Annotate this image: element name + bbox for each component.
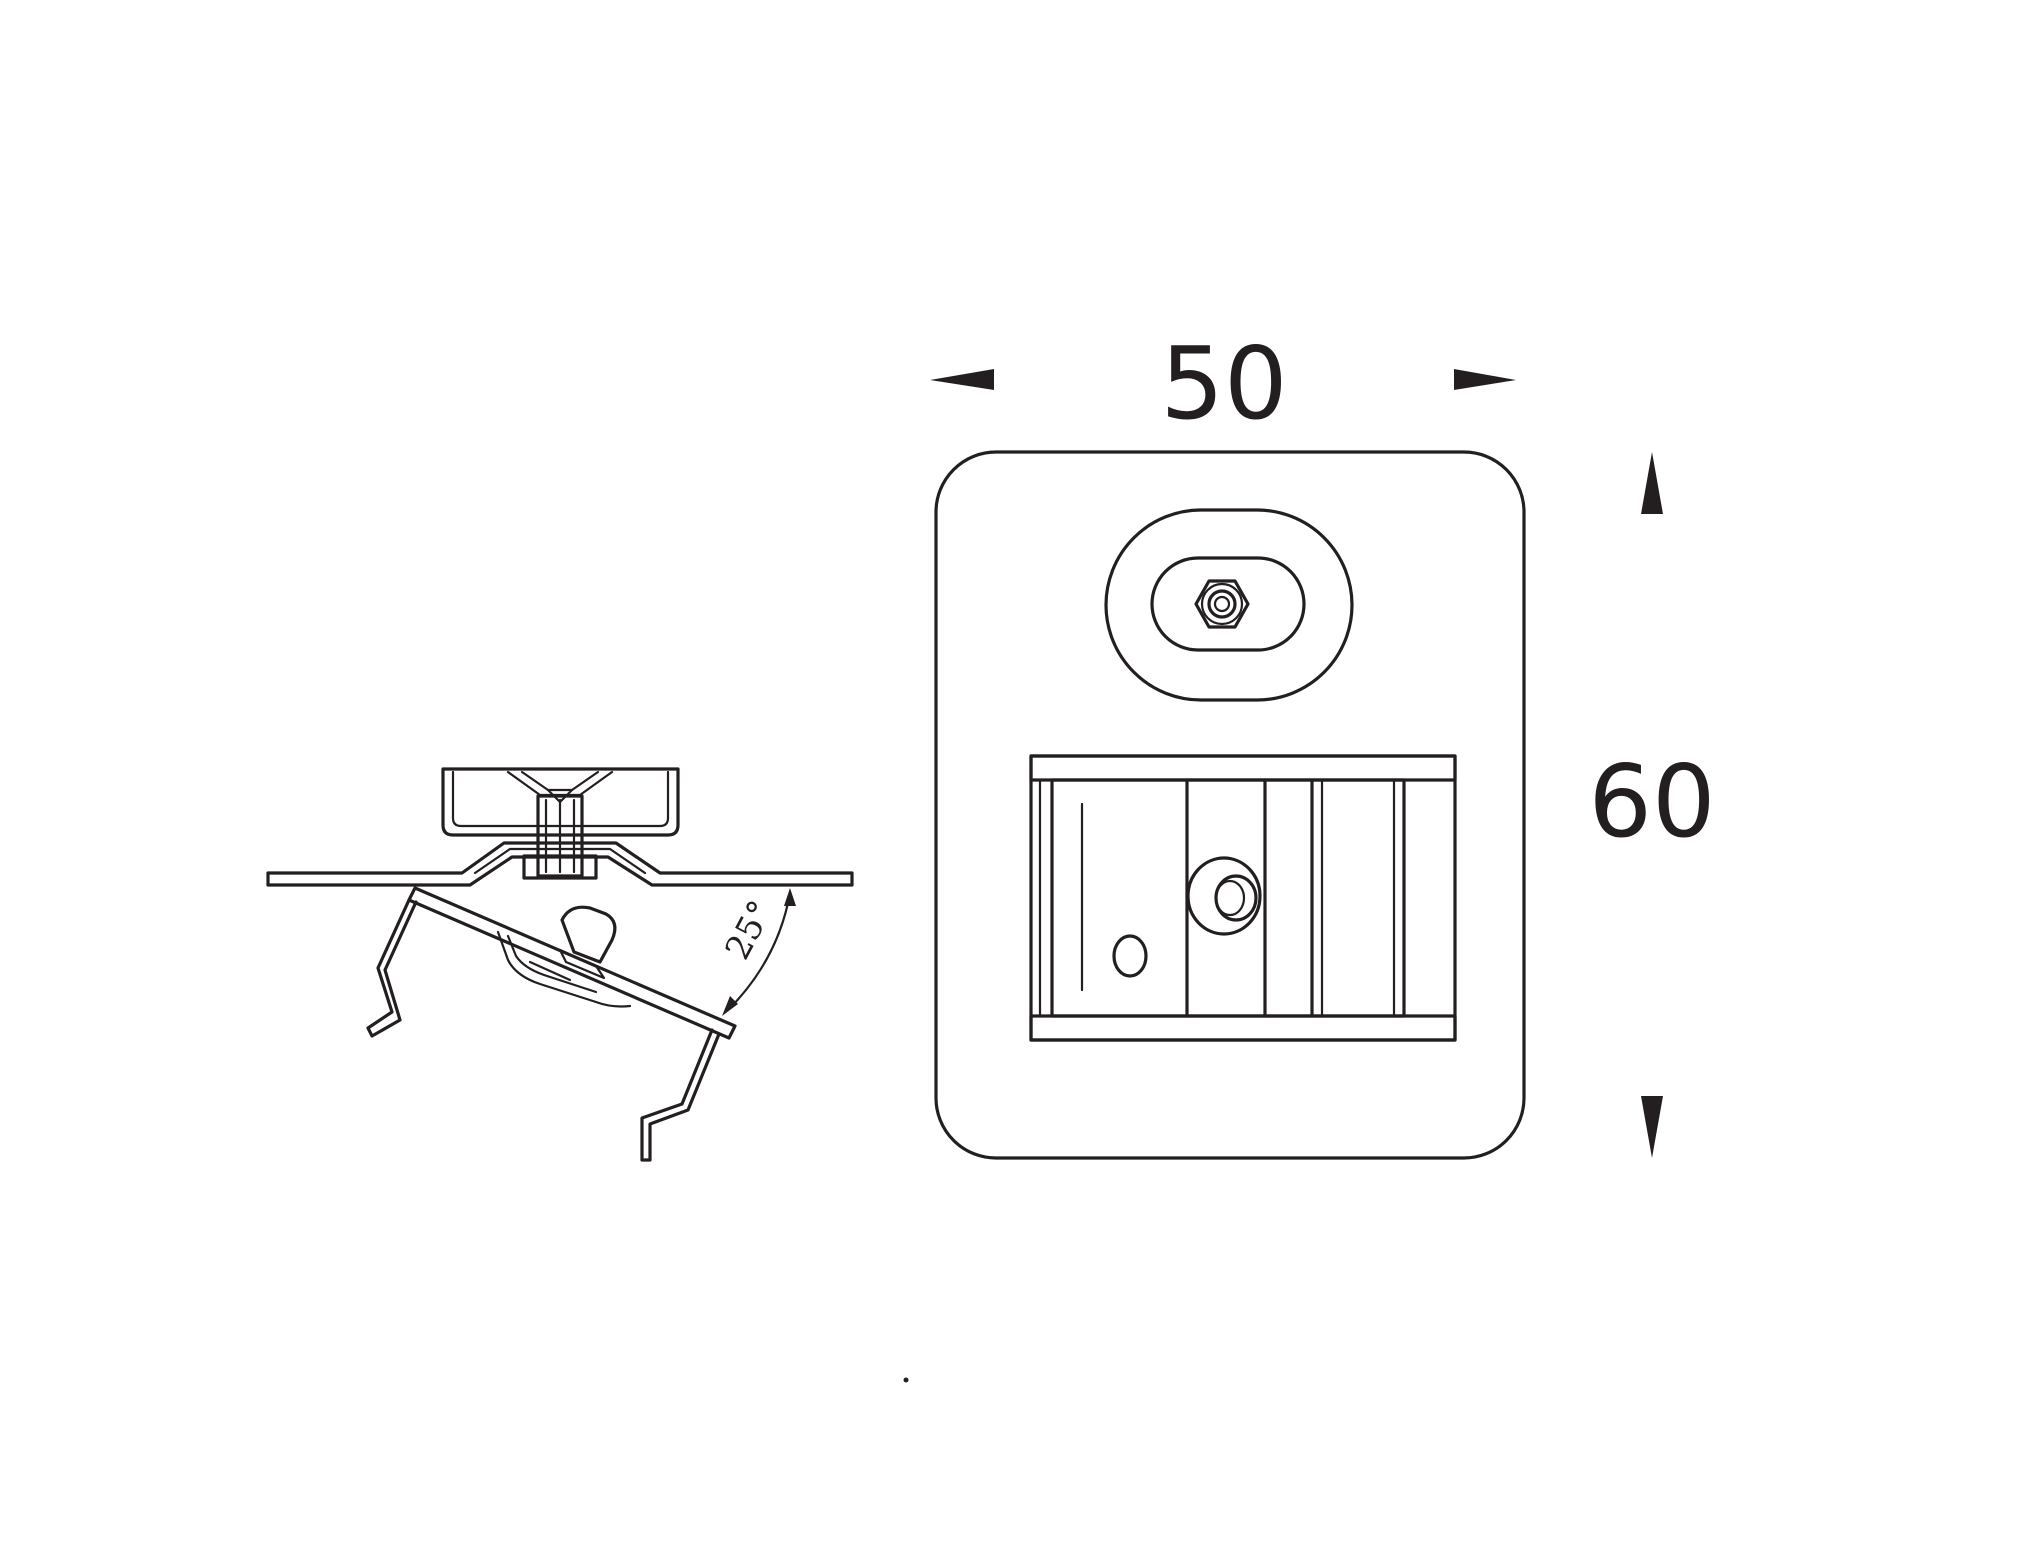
hex-nut-icon: [1194, 579, 1250, 629]
arrow-up-icon: [1641, 452, 1663, 514]
arrow-down-icon: [1641, 1096, 1663, 1158]
angle-label: 25°: [718, 894, 782, 966]
screw-icon: [1186, 856, 1262, 936]
angle-dimension: 25°: [718, 888, 796, 1016]
side-view: 25°: [266, 767, 854, 1162]
front-view-outer-plate: [934, 450, 1526, 1160]
side-view-plate: [266, 841, 854, 887]
front-view-clamp: [1029, 754, 1457, 1042]
width-dimension: 50: [930, 325, 1516, 442]
arrow-right-icon: [1454, 369, 1516, 390]
side-view-bolt: [522, 794, 598, 880]
stray-dot: [903, 1377, 909, 1383]
front-view: 50 60: [930, 325, 1716, 1160]
front-view-oval-slot: [1104, 508, 1354, 702]
arrow-left-icon: [930, 369, 994, 390]
width-label: 50: [1160, 325, 1287, 442]
side-view-spring-clip: [366, 886, 737, 1162]
height-label: 60: [1588, 743, 1715, 860]
small-hole-icon: [1112, 934, 1148, 978]
height-dimension: 60: [1588, 452, 1716, 1158]
